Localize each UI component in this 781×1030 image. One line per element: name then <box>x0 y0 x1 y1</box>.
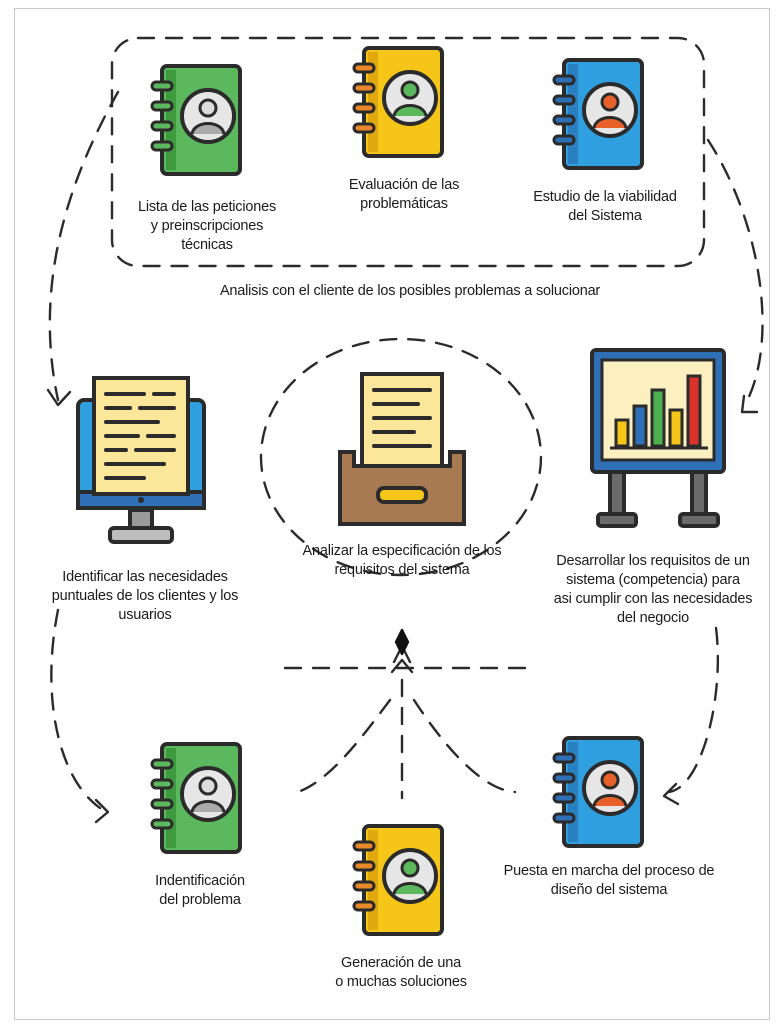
label-line: problemáticas <box>360 196 448 212</box>
label-line: del problema <box>159 892 241 908</box>
yellow-contact-book-icon <box>352 824 444 936</box>
monitor-document-icon <box>76 376 206 544</box>
label-line: puntuales de los clientes y los <box>51 588 239 604</box>
label-line: Evaluación de las <box>348 177 460 193</box>
green-contact-book-icon <box>150 64 242 176</box>
arrowhead-monitor <box>46 388 72 407</box>
label-line: o muchas soluciones <box>335 974 467 990</box>
center-dashed-circle <box>259 337 543 577</box>
label-line: Identificar las necesidades <box>62 569 228 585</box>
label-line: Desarrollar los requisitos de un <box>556 553 750 569</box>
label-line: asi cumplir con las necesidades <box>553 591 753 607</box>
top-item-1-label: Lista de las peticiones y preinscripcion… <box>118 198 296 255</box>
arrowhead-bottom-right <box>662 782 680 806</box>
top-group-caption: Analisis con el cliente de los posibles … <box>219 283 601 299</box>
bar-chart-board-icon <box>590 348 726 528</box>
label-line: Indentificación <box>155 873 245 889</box>
blue-contact-book-icon <box>552 58 644 170</box>
label-line: del Sistema <box>568 208 642 224</box>
label-line: Lista de las peticiones <box>137 199 277 215</box>
label-line: Puesta en marcha del proceso de <box>503 863 715 879</box>
arrow-top-to-monitor <box>48 90 120 402</box>
label-line: Generación de una <box>341 955 461 971</box>
label-line: usuarios <box>118 607 172 623</box>
label-line: sistema (competencia) para <box>566 572 740 588</box>
top-item-3-label: Estudio de la viabilidad del Sistema <box>510 188 700 226</box>
yellow-contact-book-icon <box>352 46 444 158</box>
label-line: diseño del sistema <box>550 882 668 898</box>
label-line: Estudio de la viabilidad <box>533 189 677 205</box>
arrow-chart-to-book <box>666 626 720 794</box>
middle-right-label: Desarrollar los requisitos de un sistema… <box>536 552 770 628</box>
arrow-top-to-chart <box>706 138 764 407</box>
arrow-to-left-book <box>296 698 392 794</box>
diamond-marker <box>394 628 410 656</box>
figure-frame <box>14 8 770 1020</box>
top-item-2-label: Evaluación de las problemáticas <box>316 176 492 214</box>
arrowhead-bottom-left <box>94 798 110 824</box>
label-line: Analizar la especificación de los <box>302 543 502 559</box>
middle-left-label: Identificar las necesidades puntuales de… <box>30 568 260 625</box>
bottom-left-label: Indentificación del problema <box>120 872 280 910</box>
label-line: del negocio <box>617 610 689 626</box>
green-contact-book-icon <box>150 742 242 854</box>
top-group-border <box>110 36 706 268</box>
bottom-center-label: Generación de una o muchas soluciones <box>306 954 496 992</box>
arrow-to-right-book <box>412 698 517 794</box>
blue-contact-book-icon <box>552 736 644 848</box>
middle-center-label: Analizar la especificación de los requis… <box>286 542 518 580</box>
label-line: requisitos del sistema <box>334 562 470 578</box>
arrow-monitor-to-book <box>50 608 102 810</box>
arrowhead-chart <box>740 394 759 414</box>
label-line: técnicas <box>181 237 233 253</box>
document-tray-icon <box>338 372 466 526</box>
bottom-right-label: Puesta en marcha del proceso de diseño d… <box>484 862 734 900</box>
label-line: y preinscripciones <box>150 218 264 234</box>
branch-fork <box>390 658 414 674</box>
